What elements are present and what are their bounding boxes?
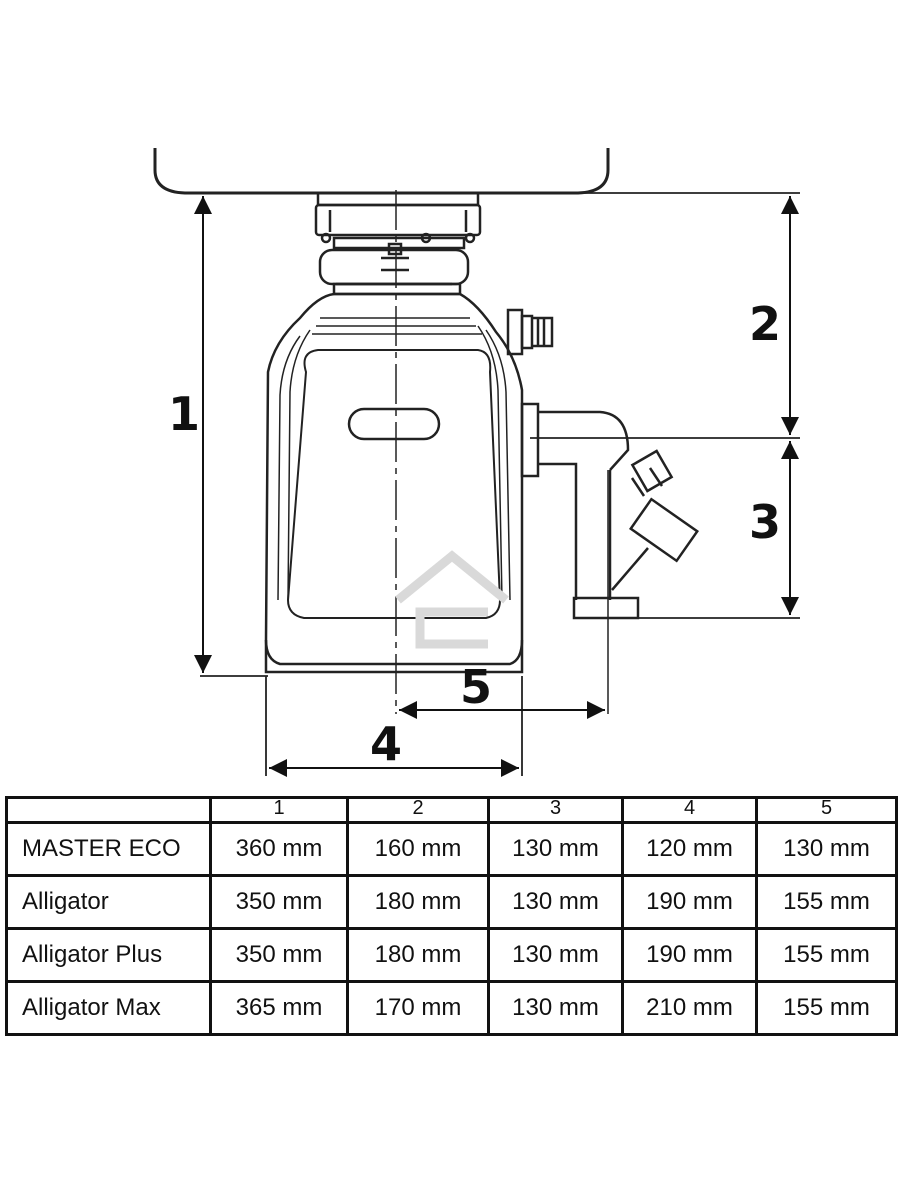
dimension-value: 190 mm [621,927,758,983]
dimension-label-2: 2 [749,297,781,351]
collar [318,242,470,296]
sink-bowl [153,148,610,195]
dimension-value: 350 mm [209,874,349,930]
model-name: Alligator Max [5,980,212,1036]
centerlines [395,190,609,714]
dimension-value: 360 mm [209,821,349,877]
dimension-label-1: 1 [168,387,200,441]
header-cell-model [5,796,212,824]
dimension-value: 155 mm [755,980,898,1036]
header-cell-3: 3 [487,796,624,824]
dimension-arrows [194,196,799,777]
header-cell-5: 5 [755,796,898,824]
watermark-logo [395,550,509,649]
dishwasher-inlet [506,308,554,356]
mounting-flange [314,191,482,250]
header-cell-4: 4 [621,796,758,824]
dimension-label-4: 4 [370,717,402,771]
header-cell-1: 1 [209,796,349,824]
table-row: MASTER ECO 360 mm 160 mm 130 mm 120 mm 1… [5,821,898,877]
dimension-value: 120 mm [621,821,758,877]
dimension-value: 130 mm [487,980,624,1036]
table-header-row: 1 2 3 4 5 [5,796,898,824]
dimension-value: 160 mm [346,821,490,877]
dimension-value: 190 mm [621,874,758,930]
model-name: Alligator [5,874,212,930]
dimension-value: 155 mm [755,927,898,983]
dimension-value: 365 mm [209,980,349,1036]
dimension-value: 130 mm [755,821,898,877]
table-row: Alligator Plus 350 mm 180 mm 130 mm 190 … [5,927,898,983]
discharge-outlet [520,402,700,620]
extension-lines [200,192,800,776]
dimension-value: 210 mm [621,980,758,1036]
disposer-dimension-diagram: 1 2 3 4 5 [153,148,800,777]
dimension-value: 350 mm [209,927,349,983]
header-cell-2: 2 [346,796,490,824]
model-name: Alligator Plus [5,927,212,983]
dimension-value: 130 mm [487,874,624,930]
dimension-value: 130 mm [487,927,624,983]
dimension-value: 180 mm [346,927,490,983]
dimension-label-3: 3 [749,495,781,549]
table-row: Alligator Max 365 mm 170 mm 130 mm 210 m… [5,980,898,1036]
model-name: MASTER ECO [5,821,212,877]
dimension-value: 180 mm [346,874,490,930]
dimension-value: 170 mm [346,980,490,1036]
dimension-value: 130 mm [487,821,624,877]
dimension-value: 155 mm [755,874,898,930]
dimensions-table: 1 2 3 4 5 MASTER ECO 360 mm 160 mm 130 m… [5,796,898,1036]
dimension-label-5: 5 [460,660,492,714]
table-row: Alligator 350 mm 180 mm 130 mm 190 mm 15… [5,874,898,930]
